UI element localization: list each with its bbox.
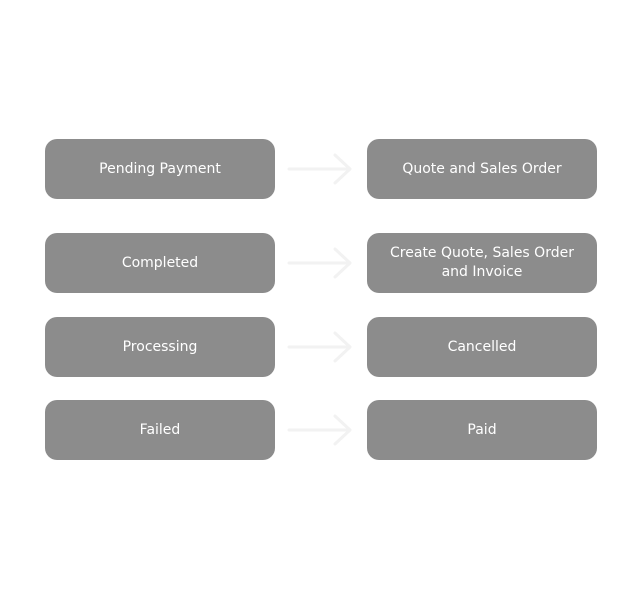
arrow-right-icon	[287, 245, 355, 281]
arrow-right-icon	[287, 151, 355, 187]
arrow-right-icon	[287, 412, 355, 448]
status-box-pending-payment: Pending Payment	[45, 139, 275, 199]
status-box-failed: Failed	[45, 400, 275, 460]
action-box-create-quote-sales-order-invoice: Create Quote, Sales Order and Invoice	[367, 233, 597, 293]
status-box-completed: Completed	[45, 233, 275, 293]
status-box-processing: Processing	[45, 317, 275, 377]
arrow-right-icon	[287, 329, 355, 365]
action-box-quote-and-sales-order: Quote and Sales Order	[367, 139, 597, 199]
action-box-paid: Paid	[367, 400, 597, 460]
action-box-cancelled: Cancelled	[367, 317, 597, 377]
